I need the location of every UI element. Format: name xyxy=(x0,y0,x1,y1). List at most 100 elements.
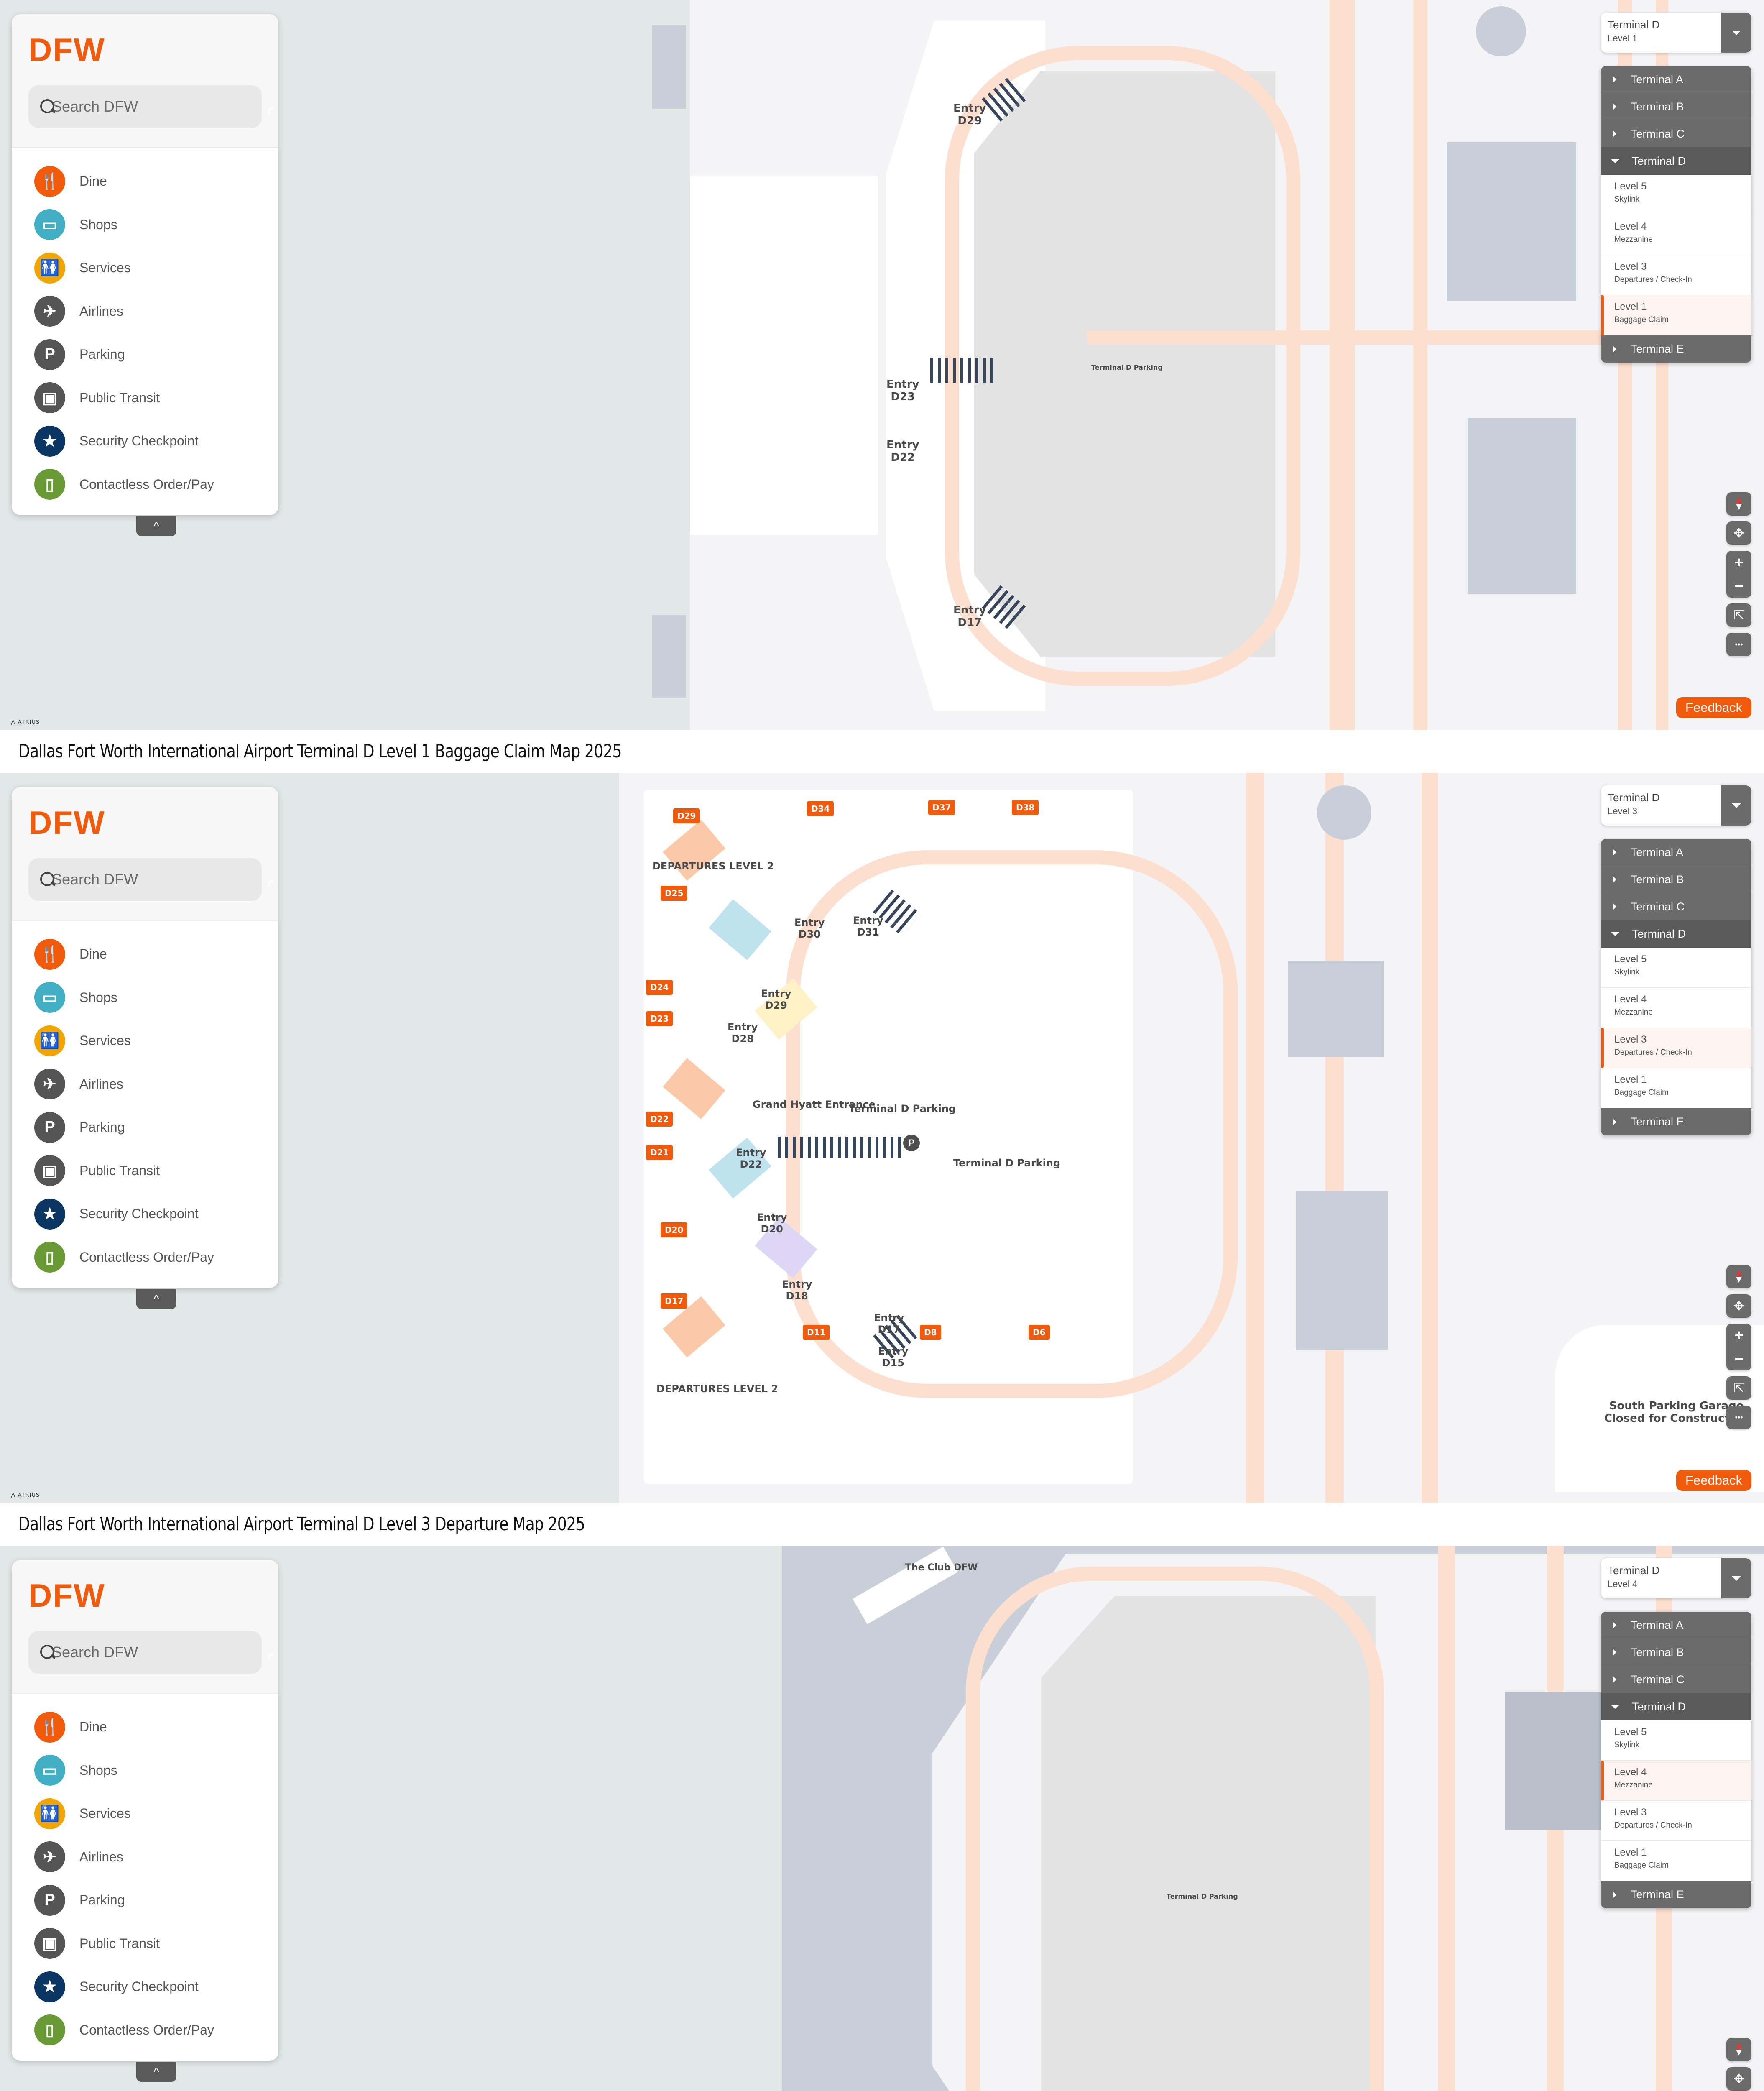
zoom-in-button[interactable]: + xyxy=(1734,554,1744,571)
terminal-item-open[interactable]: Terminal D xyxy=(1601,148,1751,175)
collapse-sidebar-button[interactable]: ^ xyxy=(136,2062,176,2082)
category-services[interactable]: 🚻 Services xyxy=(34,1019,262,1063)
terminal-item[interactable]: Terminal A xyxy=(1601,839,1751,866)
search-input[interactable] xyxy=(52,871,246,888)
gate-badge[interactable]: D6 xyxy=(1029,1325,1050,1340)
collapse-sidebar-button[interactable]: ^ xyxy=(136,516,176,536)
category-public-transit[interactable]: ▣ Public Transit xyxy=(34,1149,262,1193)
search-bar[interactable] xyxy=(28,1631,271,1674)
category-airlines[interactable]: ✈ Airlines xyxy=(34,290,262,333)
category-contactless-order-pay[interactable]: ▯ Contactless Order/Pay xyxy=(34,2009,262,2052)
category-security-checkpoint[interactable]: ★ Security Checkpoint xyxy=(34,1965,262,2009)
category-services[interactable]: 🚻 Services xyxy=(34,1792,262,1835)
category-shops[interactable]: ▭ Shops xyxy=(34,203,262,247)
zoom-out-button[interactable]: − xyxy=(1734,577,1744,594)
pan-button[interactable]: ✥ xyxy=(1726,1294,1751,1318)
search-bar[interactable] xyxy=(28,858,271,901)
share-button[interactable]: ⇱ xyxy=(1726,1376,1751,1400)
category-parking[interactable]: P Parking xyxy=(34,1879,262,1922)
terminal-item[interactable]: Terminal C xyxy=(1601,1666,1751,1693)
category-parking[interactable]: P Parking xyxy=(34,1106,262,1149)
category-parking[interactable]: P Parking xyxy=(34,333,262,376)
feedback-button[interactable]: Feedback xyxy=(1676,697,1751,718)
category-airlines[interactable]: ✈ Airlines xyxy=(34,1835,262,1879)
more-button[interactable]: ••• xyxy=(1726,1406,1751,1429)
gate-badge[interactable]: D21 xyxy=(646,1145,673,1160)
directions-icon[interactable] xyxy=(258,873,271,886)
dropdown-button[interactable] xyxy=(1721,13,1751,53)
zoom-in-button[interactable]: + xyxy=(1734,1327,1744,1344)
gate-badge[interactable]: D17 xyxy=(661,1293,688,1309)
feedback-button[interactable]: Feedback xyxy=(1676,1470,1751,1491)
share-button[interactable]: ⇱ xyxy=(1726,603,1751,627)
compass-button[interactable] xyxy=(1726,492,1751,516)
gate-badge[interactable]: D34 xyxy=(807,801,834,816)
category-security-checkpoint[interactable]: ★ Security Checkpoint xyxy=(34,419,262,463)
gate-badge[interactable]: D38 xyxy=(1012,800,1039,815)
dfw-logo[interactable]: DFW xyxy=(28,1577,105,1614)
dfw-logo[interactable]: DFW xyxy=(28,31,105,68)
gate-badge[interactable]: D29 xyxy=(673,808,700,823)
category-airlines[interactable]: ✈ Airlines xyxy=(34,1063,262,1106)
terminal-item[interactable]: Terminal E xyxy=(1601,1881,1751,1908)
gate-badge[interactable]: D11 xyxy=(803,1325,830,1340)
gate-badge[interactable]: D8 xyxy=(920,1325,941,1340)
category-security-checkpoint[interactable]: ★ Security Checkpoint xyxy=(34,1192,262,1236)
category-contactless-order-pay[interactable]: ▯ Contactless Order/Pay xyxy=(34,463,262,506)
gate-badge[interactable]: D22 xyxy=(646,1112,673,1127)
dropdown-button[interactable] xyxy=(1721,785,1751,826)
category-dine[interactable]: 🍴 Dine xyxy=(34,1705,262,1749)
terminal-item[interactable]: Terminal E xyxy=(1601,1108,1751,1135)
search-bar[interactable] xyxy=(28,85,271,128)
terminal-item[interactable]: Terminal E xyxy=(1601,335,1751,363)
dfw-logo[interactable]: DFW xyxy=(28,804,105,841)
compass-button[interactable] xyxy=(1726,1265,1751,1288)
level-selector-toggle[interactable]: Terminal D Level 1 xyxy=(1601,13,1751,53)
pan-button[interactable]: ✥ xyxy=(1726,521,1751,545)
level-selector-toggle[interactable]: Terminal D Level 3 xyxy=(1601,785,1751,826)
directions-icon[interactable] xyxy=(258,100,271,113)
terminal-item-open[interactable]: Terminal D xyxy=(1601,920,1751,948)
directions-icon[interactable] xyxy=(258,1646,271,1659)
level-selector-toggle[interactable]: Terminal D Level 4 xyxy=(1601,1558,1751,1598)
terminal-item[interactable]: Terminal B xyxy=(1601,866,1751,893)
terminal-item[interactable]: Terminal B xyxy=(1601,1639,1751,1666)
category-public-transit[interactable]: ▣ Public Transit xyxy=(34,1922,262,1966)
zoom-out-button[interactable]: − xyxy=(1734,1350,1744,1367)
search-input[interactable] xyxy=(52,1644,246,1661)
gate-badge[interactable]: D20 xyxy=(661,1222,688,1237)
terminal-item-open[interactable]: Terminal D xyxy=(1601,1693,1751,1720)
category-contactless-order-pay[interactable]: ▯ Contactless Order/Pay xyxy=(34,1236,262,1279)
category-public-transit[interactable]: ▣ Public Transit xyxy=(34,376,262,420)
terminal-item[interactable]: Terminal C xyxy=(1601,120,1751,148)
terminal-item[interactable]: Terminal A xyxy=(1601,1612,1751,1639)
gate-badge[interactable]: D24 xyxy=(646,980,673,995)
category-dine[interactable]: 🍴 Dine xyxy=(34,160,262,203)
pan-button[interactable]: ✥ xyxy=(1726,2067,1751,2091)
search-input[interactable] xyxy=(52,98,246,115)
category-dine[interactable]: 🍴 Dine xyxy=(34,933,262,976)
compass-button[interactable] xyxy=(1726,2038,1751,2061)
collapse-sidebar-button[interactable]: ^ xyxy=(136,1289,176,1309)
more-button[interactable]: ••• xyxy=(1726,633,1751,656)
gate-badge[interactable]: D25 xyxy=(661,886,688,901)
dropdown-button[interactable] xyxy=(1721,1558,1751,1598)
category-services[interactable]: 🚻 Services xyxy=(34,246,262,290)
terminal-item[interactable]: Terminal A xyxy=(1601,66,1751,93)
category-shops[interactable]: ▭ Shops xyxy=(34,1749,262,1792)
